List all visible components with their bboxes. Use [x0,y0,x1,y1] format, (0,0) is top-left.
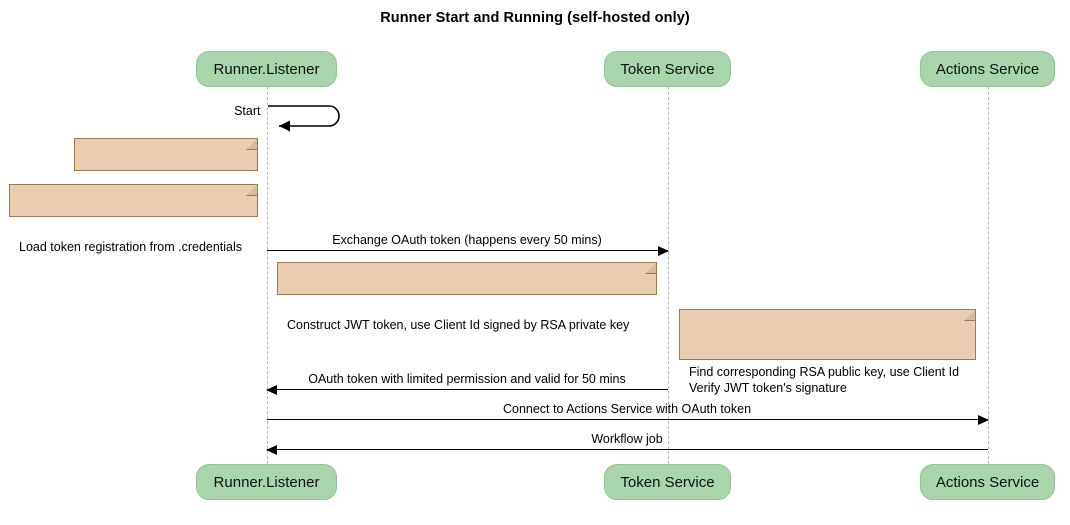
lifeline-actions [987,87,989,464]
note-verify-jwt-token: Find corresponding RSA public key, use C… [679,309,976,395]
lifeline-runner [266,87,268,464]
participant-label: Runner.Listener [213,473,320,491]
message-workflow-job-label: Workflow job [591,432,663,446]
note-load-config-info: Load config info from .runner [74,138,258,208]
message-connect-to-actions-service [266,414,989,425]
note-text: Find corresponding RSA public key, use C… [689,365,960,395]
participant-top-runner[interactable]: Runner.Listener [196,51,337,87]
note-load-token-registration: Load token registration from .credential… [9,184,258,254]
participant-label: Actions Service [935,473,1040,491]
message-connect-to-actions-service-label: Connect to Actions Service with OAuth to… [502,402,752,416]
participant-bottom-runner[interactable]: Runner.Listener [196,464,337,500]
self-message-path [267,105,340,127]
note-fold-corner-icon [964,309,976,321]
participant-bottom-token[interactable]: Token Service [604,464,731,500]
self-message-start-label: Start [234,104,261,118]
participant-label: Token Service [620,60,715,78]
message-workflow-job [265,444,988,455]
note-text: Load token registration from .credential… [19,240,243,254]
arrowhead-left-icon [265,384,277,395]
arrowhead-right-icon [657,245,669,256]
participant-label: Token Service [620,473,715,491]
participant-label: Actions Service [935,60,1040,78]
lifeline-token [667,87,669,464]
participant-top-token[interactable]: Token Service [604,51,731,87]
page-title: Runner Start and Running (self-hosted on… [380,10,690,26]
note-construct-jwt-token: Construct JWT token, use Client Id signe… [277,262,657,332]
participant-label: Runner.Listener [213,60,320,78]
arrowhead-left-icon [278,120,290,132]
message-oauth-token-response-label: OAuth token with limited permission and … [308,372,626,386]
participant-top-actions[interactable]: Actions Service [920,51,1055,87]
arrowhead-left-icon [265,444,277,455]
note-fold-corner-icon [246,138,258,150]
note-fold-corner-icon [645,262,657,274]
note-text: Construct JWT token, use Client Id signe… [287,318,630,332]
message-oauth-token-response [265,384,668,395]
participant-bottom-actions[interactable]: Actions Service [920,464,1055,500]
message-exchange-oauth-token-label: Exchange OAuth token (happens every 50 m… [332,233,602,247]
message-exchange-oauth-token [266,245,669,256]
self-message-start [267,103,349,133]
note-fold-corner-icon [246,184,258,196]
arrowhead-right-icon [977,414,989,425]
